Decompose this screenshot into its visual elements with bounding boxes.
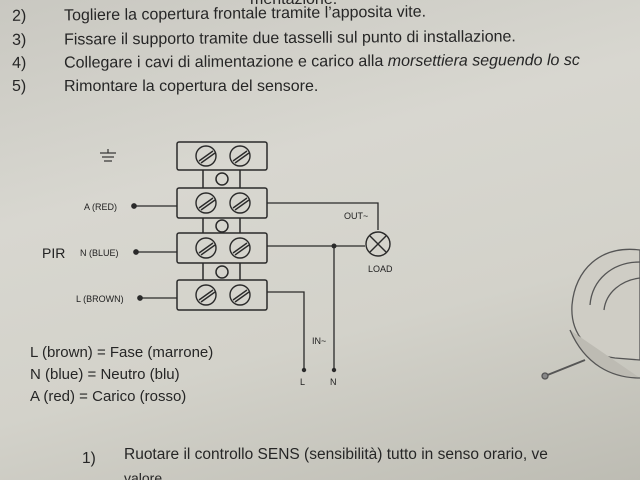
legend-line-3: A (red) = Carico (rosso) (30, 388, 187, 405)
output-wiring (267, 202, 379, 370)
junction-dot (331, 243, 337, 249)
partial-top-line: mentazione. (250, 0, 337, 9)
terminal-l-label: L (300, 377, 305, 387)
sensitivity-step-partial: valore (124, 470, 163, 480)
step-text: Rimontare la copertura del sensore. (64, 78, 319, 95)
ground-symbol (100, 149, 116, 162)
step-number: 5) (12, 78, 27, 95)
wire-label-red: A (RED) (84, 202, 117, 212)
wire-label-brown: L (BROWN) (76, 294, 124, 304)
output-label: OUT~ (344, 211, 368, 221)
sensitivity-step-text: Ruotare il controllo SENS (sensibilità) … (124, 446, 548, 463)
input-wires (131, 203, 177, 301)
input-label: IN~ (312, 336, 326, 346)
load-lamp-icon (365, 231, 391, 257)
sensor-illustration (541, 248, 640, 380)
terminal-l-dot (301, 367, 307, 373)
pir-label: PIR (42, 245, 65, 261)
terminal-block (176, 141, 268, 311)
terminal-n-label: N (330, 377, 337, 387)
terminal-n-dot (331, 367, 337, 373)
sensitivity-step-number: 1) (82, 450, 96, 467)
load-label: LOAD (368, 264, 393, 274)
wire-label-blue: N (BLUE) (80, 248, 119, 258)
terminal-screws (195, 145, 251, 306)
legend-line-2: N (blue) = Neutro (blu) (30, 366, 180, 383)
legend-line-1: L (brown) = Fase (marrone) (30, 344, 214, 361)
